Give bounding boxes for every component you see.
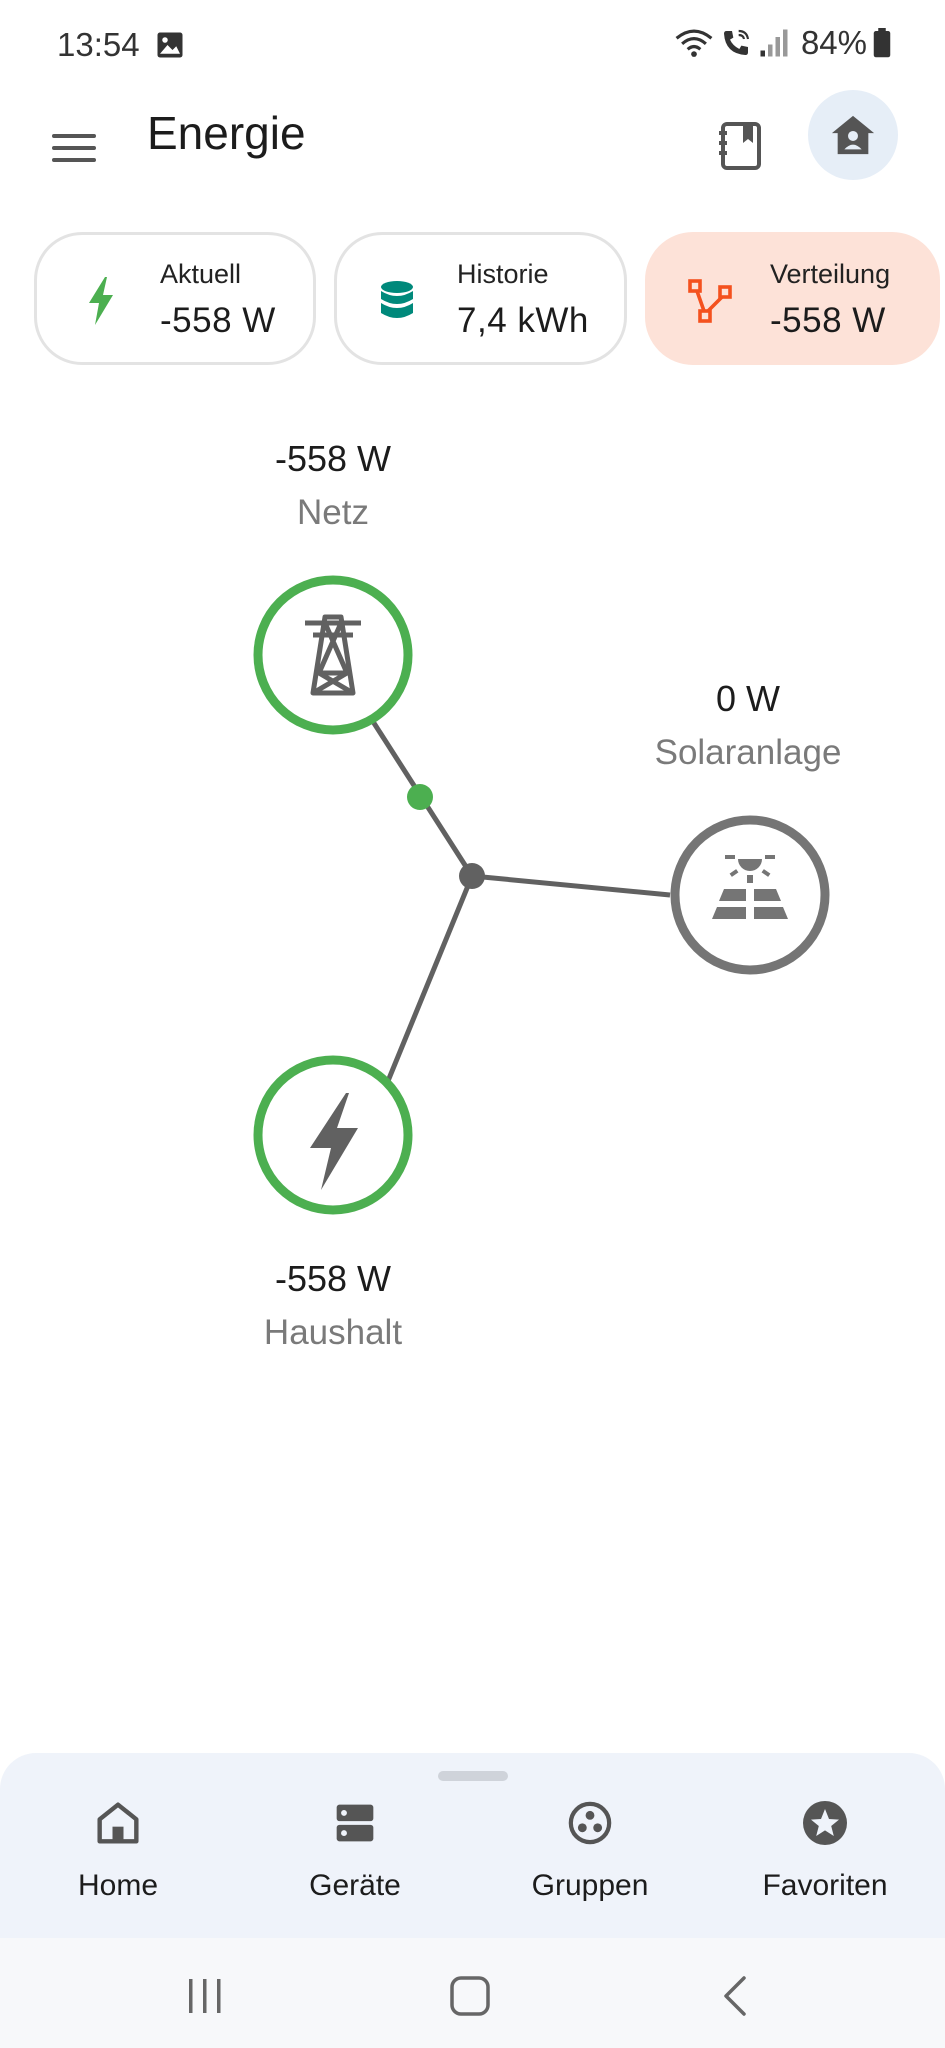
signal-icon [760, 29, 788, 57]
notebook-icon [719, 122, 761, 170]
bolt-icon [89, 277, 113, 325]
recents-button[interactable] [165, 1966, 245, 2026]
solar-node[interactable] [670, 815, 830, 975]
notebook-button[interactable] [700, 106, 780, 186]
flow-indicator-dot [407, 784, 433, 810]
household-bolt-icon [310, 1093, 358, 1190]
solar-value: 0 W [715, 678, 780, 719]
flow-lines [253, 575, 830, 1215]
app-bar: Energie [0, 90, 945, 225]
nav-home[interactable]: Home [3, 1793, 233, 1923]
card-history-label: Historie [457, 259, 549, 289]
card-current[interactable]: Aktuell -558 W [34, 232, 316, 365]
back-button[interactable] [695, 1966, 775, 2026]
solar-line [471, 873, 671, 898]
bottom-navigation: Home Geräte Gruppen [0, 1753, 945, 1938]
solar-panel-icon [712, 855, 788, 919]
menu-button[interactable] [40, 114, 108, 182]
nav-devices-label: Geräte [309, 1869, 401, 1902]
groups-icon [568, 1801, 612, 1845]
star-icon [803, 1801, 847, 1845]
status-bar: 13:54 84% [0, 0, 945, 90]
wifi-call-icon [723, 29, 749, 55]
nav-favorites-label: Favoriten [762, 1869, 888, 1902]
card-distribution-value: -558 W [770, 301, 886, 340]
grid-value: -558 W [274, 438, 392, 479]
summary-cards: Aktuell -558 W Historie 7,4 kWh Verteilu… [0, 232, 945, 367]
menu-icon [52, 134, 96, 162]
status-time: 13:54 [57, 26, 140, 63]
battery-icon [873, 28, 891, 58]
battery-percentage: 84% [800, 24, 867, 61]
home-account-icon [831, 115, 875, 155]
household-value: -558 W [274, 1258, 392, 1299]
home-icon [97, 1802, 139, 1844]
junction-point [459, 863, 485, 889]
nav-groups[interactable]: Gruppen [475, 1793, 705, 1923]
household-node[interactable] [253, 1055, 413, 1215]
wifi-icon [675, 29, 713, 57]
card-current-label: Aktuell [160, 259, 242, 289]
card-distribution-label: Verteilung [770, 259, 891, 289]
distribution-icon [688, 279, 732, 323]
grid-label: Netz [297, 493, 369, 532]
system-home-icon [450, 1976, 490, 2016]
system-home-button[interactable] [430, 1966, 510, 2026]
card-current-value: -558 W [160, 301, 276, 340]
gallery-notification-icon [157, 32, 183, 58]
nav-devices[interactable]: Geräte [240, 1793, 470, 1923]
home-account-button[interactable] [808, 90, 898, 180]
devices-icon [336, 1804, 374, 1842]
household-label: Haushalt [263, 1313, 403, 1352]
recents-icon [189, 1979, 221, 2013]
card-history-value: 7,4 kWh [457, 301, 589, 340]
back-icon [724, 1976, 746, 2016]
energy-flow-diagram: -558 W Netz 0 W Solaranlage -558 W Haush… [0, 400, 945, 1400]
nav-home-label: Home [77, 1869, 159, 1902]
power-tower-icon [305, 614, 361, 696]
nav-groups-label: Gruppen [531, 1869, 649, 1902]
drag-handle[interactable] [438, 1771, 508, 1781]
card-history[interactable]: Historie 7,4 kWh [334, 232, 627, 365]
card-distribution[interactable]: Verteilung -558 W [645, 232, 940, 365]
solar-label: Solaranlage [654, 733, 842, 772]
system-navigation-bar [0, 1938, 945, 2048]
nav-favorites[interactable]: Favoriten [710, 1793, 940, 1923]
grid-node[interactable] [253, 575, 413, 735]
page-title: Energie [147, 107, 306, 159]
database-icon [381, 281, 413, 318]
